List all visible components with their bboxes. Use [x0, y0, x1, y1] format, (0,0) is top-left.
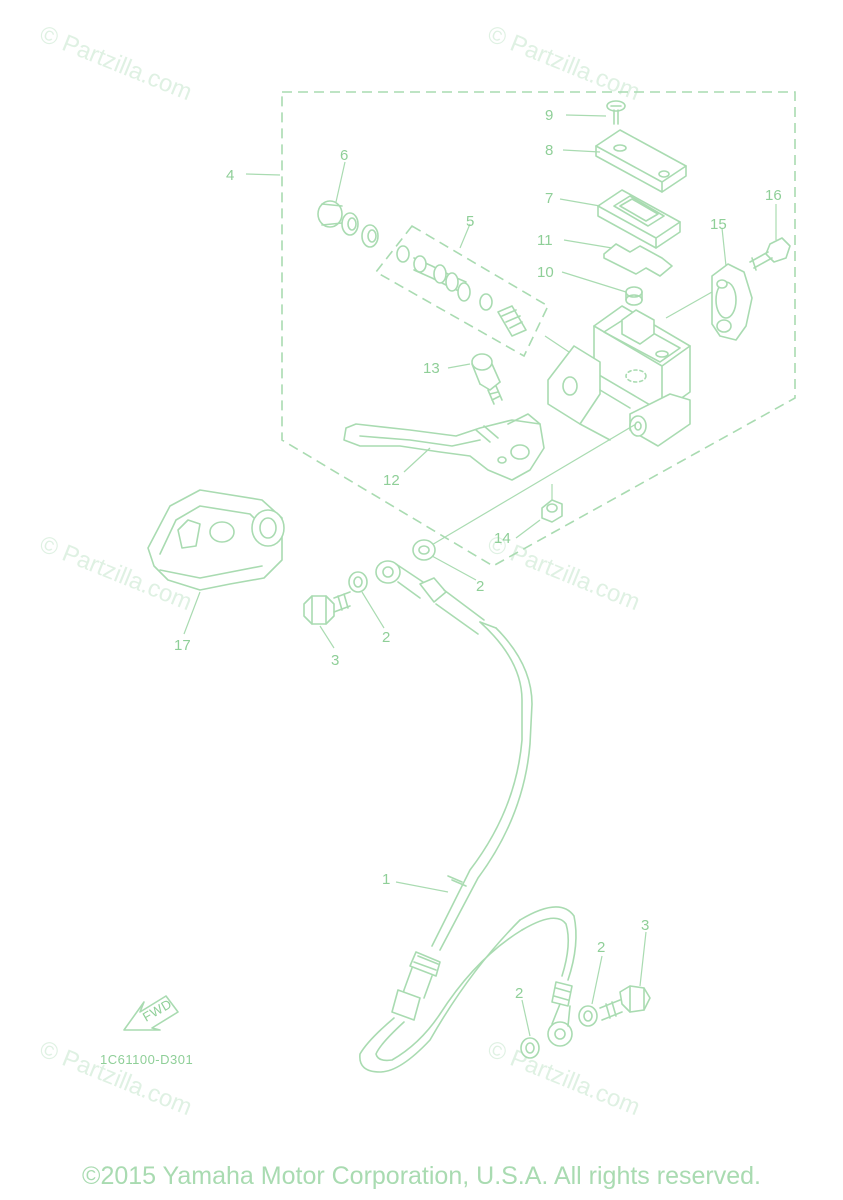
- diaphragm: [603, 243, 673, 277]
- master-cylinder-body: [547, 305, 691, 447]
- copyright-notice: ©2015 Yamaha Motor Corporation, U.S.A. A…: [82, 1162, 761, 1190]
- callout-9: 9: [545, 107, 553, 124]
- callout-16: 16: [765, 187, 782, 204]
- callout-14: 14: [494, 530, 511, 547]
- callout-numbers: 1 2 2 2 2 3 3 4 5 6 7 8 9 10 11 12 13 14…: [174, 107, 782, 1002]
- float-part: [625, 286, 643, 306]
- callout-12: 12: [383, 472, 400, 489]
- callout-3-upper: 3: [331, 652, 339, 669]
- callout-7: 7: [545, 190, 553, 207]
- watermark-bottom-right: © Partzilla.com: [484, 1036, 644, 1122]
- clamp-bolt: [749, 237, 791, 271]
- callout-5: 5: [466, 213, 474, 230]
- screw-part: [606, 100, 626, 125]
- callout-17: 17: [174, 637, 191, 654]
- diaphragm-plate: [597, 189, 681, 249]
- handlebar-clamp: [711, 263, 753, 341]
- piston-kit-parts: [396, 245, 527, 337]
- callout-1: 1: [382, 871, 390, 888]
- callout-2-upper-right: 2: [476, 578, 484, 595]
- callout-2-lower-left: 2: [515, 985, 523, 1002]
- upper-banjo-group: [348, 539, 485, 635]
- callout-10: 10: [537, 264, 554, 281]
- piston-kit-boundary: [374, 224, 550, 358]
- callout-4: 4: [226, 167, 234, 184]
- callout-2-lower-right: 2: [597, 939, 605, 956]
- callout-11: 11: [537, 232, 553, 249]
- lever-nut: [541, 499, 563, 523]
- fwd-arrow-icon: FWD: [123, 995, 179, 1031]
- callout-15: 15: [710, 216, 727, 233]
- boot-part: [317, 200, 379, 248]
- lever-cover: [147, 489, 285, 591]
- brake-lever: [343, 413, 545, 481]
- callout-13: 13: [423, 360, 440, 377]
- upper-banjo-bolt: [303, 591, 351, 625]
- callout-2-upper-left: 2: [382, 629, 390, 646]
- callout-leaders: [183, 114, 777, 1037]
- watermark-bottom-left: © Partzilla.com: [36, 1036, 196, 1122]
- callout-3-lower: 3: [641, 917, 649, 934]
- pivot-bolt: [471, 353, 503, 405]
- callout-6: 6: [340, 147, 348, 164]
- reservoir-cap: [595, 129, 687, 193]
- diagram-code: 1C61100-D301: [100, 1052, 193, 1067]
- brake-hose: [359, 621, 577, 1073]
- watermark-top-right: © Partzilla.com: [484, 21, 644, 107]
- callout-8: 8: [545, 142, 553, 159]
- watermark-top-left: © Partzilla.com: [36, 21, 196, 107]
- lower-banjo-group: [520, 985, 651, 1059]
